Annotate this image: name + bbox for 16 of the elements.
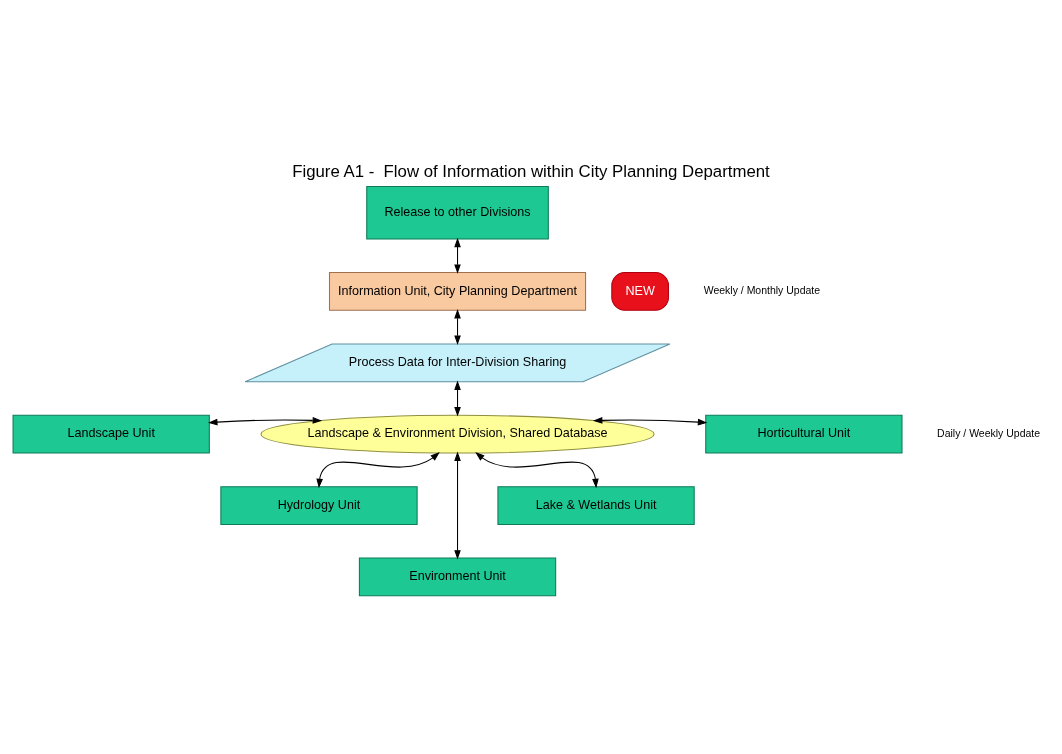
node-box: Release to other Divisions (366, 185, 549, 239)
arrow (208, 416, 323, 425)
arrow (475, 451, 599, 488)
node-box: Environment Unit (358, 557, 557, 596)
arrow (316, 451, 440, 488)
node-box: NEW (611, 271, 669, 311)
node-box: Information Unit, City Planning Department (328, 271, 587, 311)
node-box: Hydrology Unit (220, 485, 418, 525)
label: Daily / Weekly Update (937, 427, 1041, 439)
arrow (454, 451, 461, 560)
node-box: Landscape Unit (12, 414, 210, 454)
node-box: Horticultural Unit (705, 414, 903, 454)
diagram-title: Figure A1 - Flow of Information within City Planning Department (292, 161, 770, 181)
arrow (592, 416, 708, 425)
label: Weekly / Monthly Update (703, 284, 821, 296)
node-box: Lake & Wetlands Unit (497, 485, 695, 525)
